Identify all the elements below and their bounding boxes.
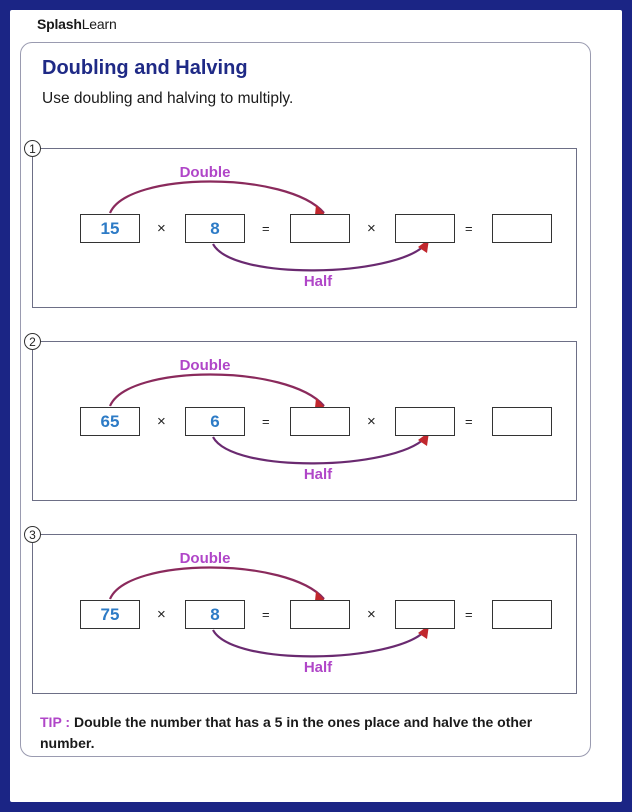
product-answer-box[interactable] xyxy=(492,600,552,629)
double-arrow xyxy=(108,566,325,600)
halved-answer-box[interactable] xyxy=(395,214,455,243)
problem-3: 3 Double 75 × 8 = × = Half xyxy=(24,526,577,694)
times-sign: × xyxy=(367,413,376,430)
half-label: Half xyxy=(303,466,333,483)
problem-number: 2 xyxy=(24,333,41,350)
problem-number: 1 xyxy=(24,140,41,157)
times-sign: × xyxy=(367,220,376,237)
tip-body: Double the number that has a 5 in the on… xyxy=(40,714,533,751)
product-answer-box[interactable] xyxy=(492,214,552,243)
worksheet-title: Doubling and Halving xyxy=(42,57,248,79)
equals-sign: = xyxy=(465,221,473,236)
problem-number: 3 xyxy=(24,526,41,543)
factor-a-box: 15 xyxy=(80,214,140,243)
factor-b-box: 6 xyxy=(185,407,245,436)
half-arrow xyxy=(212,243,426,272)
times-sign: × xyxy=(367,606,376,623)
half-arrow xyxy=(212,436,426,465)
equals-sign: = xyxy=(262,607,270,622)
factor-a-box: 65 xyxy=(80,407,140,436)
product-answer-box[interactable] xyxy=(492,407,552,436)
double-arrow xyxy=(108,373,325,407)
tip-label: TIP : xyxy=(40,714,71,730)
half-label: Half xyxy=(303,659,333,676)
halved-answer-box[interactable] xyxy=(395,407,455,436)
double-label: Double xyxy=(179,357,231,374)
equals-sign: = xyxy=(465,414,473,429)
factor-b-box: 8 xyxy=(185,214,245,243)
equals-sign: = xyxy=(465,607,473,622)
instruction-text: Use doubling and halving to multiply. xyxy=(42,90,294,107)
half-label: Half xyxy=(303,273,333,290)
times-sign: × xyxy=(157,413,166,430)
doubled-answer-box[interactable] xyxy=(290,600,350,629)
times-sign: × xyxy=(157,220,166,237)
brand-logo: SplashLearn xyxy=(37,16,117,32)
half-arrow xyxy=(212,629,426,658)
equals-sign: = xyxy=(262,414,270,429)
factor-a-box: 75 xyxy=(80,600,140,629)
worksheet-panel xyxy=(20,42,591,757)
double-label: Double xyxy=(179,164,231,181)
double-arrow xyxy=(108,180,325,214)
problem-1: 1 Double 15 × 8 = × = Half xyxy=(24,140,577,308)
equals-sign: = xyxy=(262,221,270,236)
doubled-answer-box[interactable] xyxy=(290,214,350,243)
factor-b-box: 8 xyxy=(185,600,245,629)
doubled-answer-box[interactable] xyxy=(290,407,350,436)
times-sign: × xyxy=(157,606,166,623)
problem-2: 2 Double 65 × 6 = × = Half xyxy=(24,333,577,501)
tip-text: TIP : Double the number that has a 5 in … xyxy=(40,712,560,754)
halved-answer-box[interactable] xyxy=(395,600,455,629)
double-label: Double xyxy=(179,550,231,567)
